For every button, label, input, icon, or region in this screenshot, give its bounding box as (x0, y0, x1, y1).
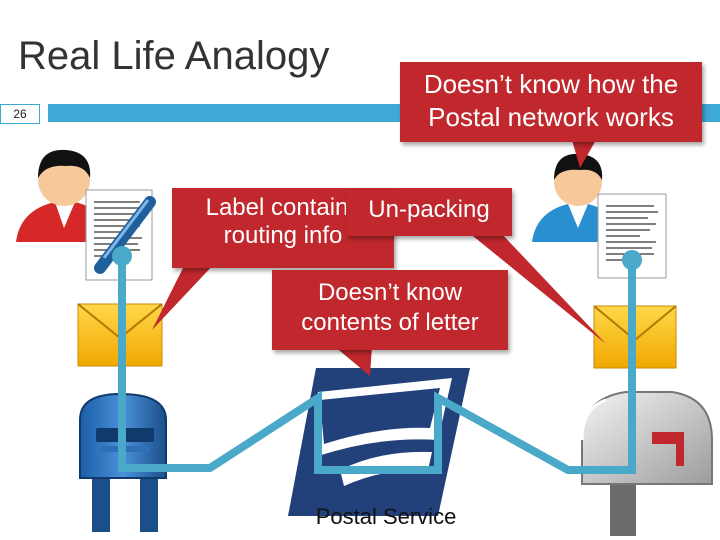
callout-unpacking: Un-packing (346, 188, 512, 236)
callout-postal-network: Doesn’t know how the Postal network work… (400, 62, 702, 142)
slide-title: Real Life Analogy (18, 34, 330, 78)
message-path (112, 246, 642, 474)
rural-mailbox-icon (580, 391, 713, 536)
slide-number: 26 (0, 104, 40, 124)
usps-eagle-logo-icon (288, 368, 470, 516)
pen-icon (94, 196, 156, 274)
callout-unpack-pointer (468, 232, 606, 344)
callout-contents-pointer (334, 346, 372, 376)
callout-postal-pointer (572, 140, 596, 168)
callout-letter-contents: Doesn’t know contents of letter (272, 270, 508, 350)
callout-label-pointer (152, 262, 216, 330)
postal-service-caption: Postal Service (315, 504, 457, 529)
